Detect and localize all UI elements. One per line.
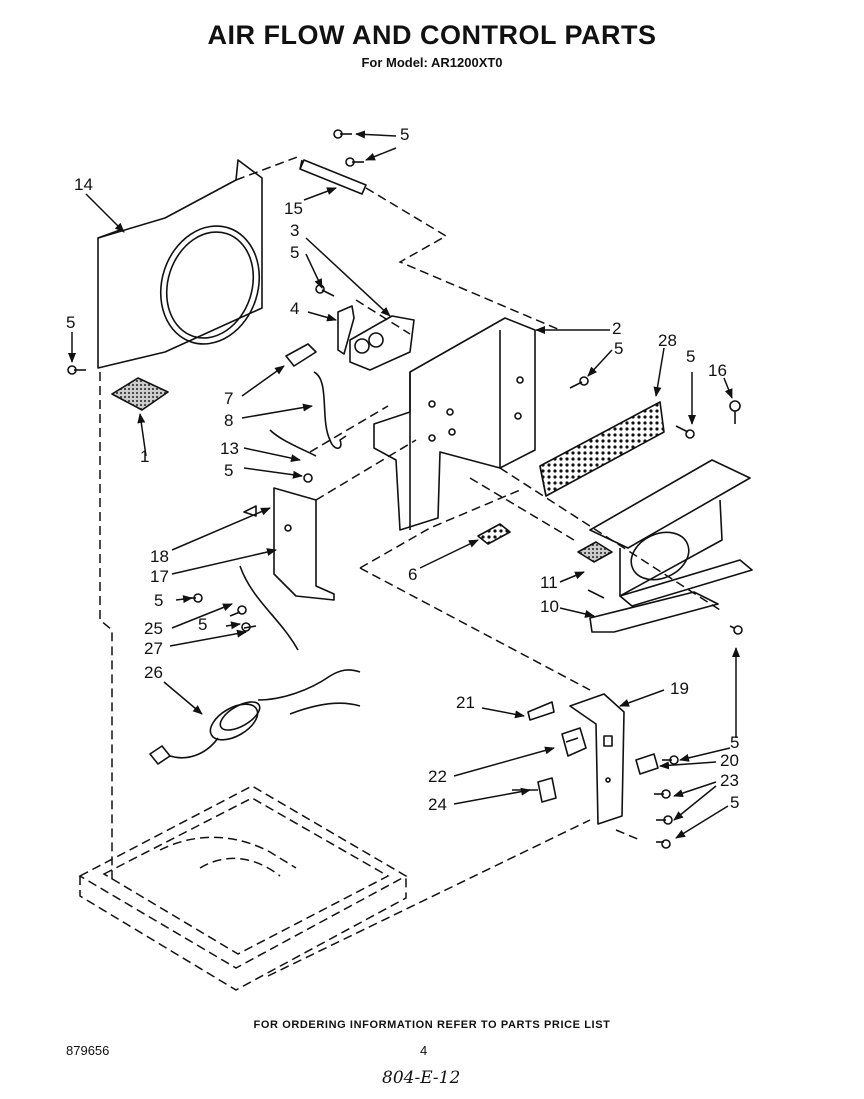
- callout-22: 22: [428, 767, 447, 786]
- callout-6: 6: [408, 565, 417, 584]
- control-panel-part: [569, 693, 625, 825]
- document-number: 879656: [66, 1043, 110, 1058]
- bracket-21-part: [527, 701, 555, 721]
- screw-left-2: [229, 605, 247, 617]
- page-number: 4: [420, 1043, 428, 1058]
- leader-arrows: [68, 130, 740, 839]
- screw-16: [729, 400, 741, 424]
- callout-18: 18: [150, 547, 169, 566]
- screw-27: [241, 622, 257, 632]
- callout-26: 26: [144, 663, 163, 682]
- callout-5: 5: [290, 243, 299, 262]
- callout-1: 1: [140, 447, 149, 466]
- callout-5: 5: [400, 125, 409, 144]
- screw-top-1: [333, 129, 352, 139]
- callout-20: 20: [720, 751, 739, 770]
- callout-2: 2: [612, 319, 621, 338]
- rotary-switch-part: [561, 727, 587, 757]
- screw-lower-2: [654, 789, 671, 799]
- clip-part: [285, 343, 317, 367]
- ordering-note: FOR ORDERING INFORMATION REFER TO PARTS …: [253, 1019, 611, 1031]
- sensor-wire-part: [239, 565, 299, 651]
- callout-27: 27: [144, 639, 163, 658]
- callout-14: 14: [74, 175, 93, 194]
- callout-21: 21: [456, 693, 475, 712]
- callout-8: 8: [224, 411, 233, 430]
- callout-5: 5: [198, 615, 207, 634]
- screw-grille: [675, 425, 695, 439]
- base-plate-part: [589, 591, 719, 633]
- callout-5: 5: [154, 591, 163, 610]
- foam-seal-part: [577, 541, 613, 563]
- handwritten-code: 804-E-12: [382, 1068, 461, 1088]
- ground-wire-part: [269, 429, 317, 457]
- mesh-filter-part: [477, 523, 511, 545]
- screw-lower-3: [656, 815, 673, 825]
- callout-13: 13: [220, 439, 239, 458]
- assembly-lines: [99, 155, 721, 977]
- air-grille-part: [539, 401, 665, 497]
- screw-bracket: [569, 376, 589, 389]
- callout-5: 5: [224, 461, 233, 480]
- callout-15: 15: [284, 199, 303, 218]
- callout-5: 5: [730, 793, 739, 812]
- base-plate-edge: [587, 589, 605, 599]
- capacitor-strap-part: [337, 305, 355, 355]
- screw-lower-4: [656, 839, 671, 849]
- capacitor-part: [349, 315, 415, 371]
- screw-capacitor: [315, 284, 335, 297]
- screw-ground: [303, 473, 313, 483]
- screw-lower-1: [662, 755, 679, 765]
- callout-5: 5: [730, 733, 739, 752]
- callout-19: 19: [670, 679, 689, 698]
- screw-right: [729, 625, 743, 635]
- callout-7: 7: [224, 389, 233, 408]
- small-clip-part: [243, 505, 257, 517]
- callout-labels: 5 14 15 3 5 4 5 2 5 28 5 16 7 8 1 13 5 1…: [66, 125, 739, 814]
- thermostat-part: [512, 777, 557, 803]
- callout-3: 3: [290, 221, 299, 240]
- fan-scroll-part: [589, 459, 753, 607]
- callout-24: 24: [428, 795, 447, 814]
- callout-11: 11: [540, 573, 558, 592]
- callout-5: 5: [66, 313, 75, 332]
- page-title: AIR FLOW AND CONTROL PARTS: [207, 20, 657, 50]
- callout-28: 28: [658, 331, 677, 350]
- callout-10: 10: [540, 597, 559, 616]
- callout-4: 4: [290, 299, 299, 318]
- callout-5: 5: [614, 339, 623, 358]
- base-pan-part: [78, 785, 408, 991]
- screw-left-shroud: [67, 365, 86, 375]
- control-panel-bracket-part: [273, 487, 335, 601]
- power-cord-part: [149, 669, 361, 765]
- model-subtitle: For Model: AR1200XT0: [361, 55, 503, 70]
- callout-25: 25: [144, 619, 163, 638]
- top-bracket-part: [299, 159, 367, 195]
- fan-shroud-part: [97, 159, 263, 369]
- wire-harness-part: [313, 371, 347, 450]
- callout-5: 5: [686, 347, 695, 366]
- callout-16: 16: [708, 361, 727, 380]
- callout-17: 17: [150, 567, 169, 586]
- connector-20-part: [635, 753, 659, 775]
- foam-pad-part: [111, 377, 169, 411]
- screw-top-2: [345, 157, 364, 167]
- control-bracket-part: [373, 317, 536, 531]
- callout-23: 23: [720, 771, 739, 790]
